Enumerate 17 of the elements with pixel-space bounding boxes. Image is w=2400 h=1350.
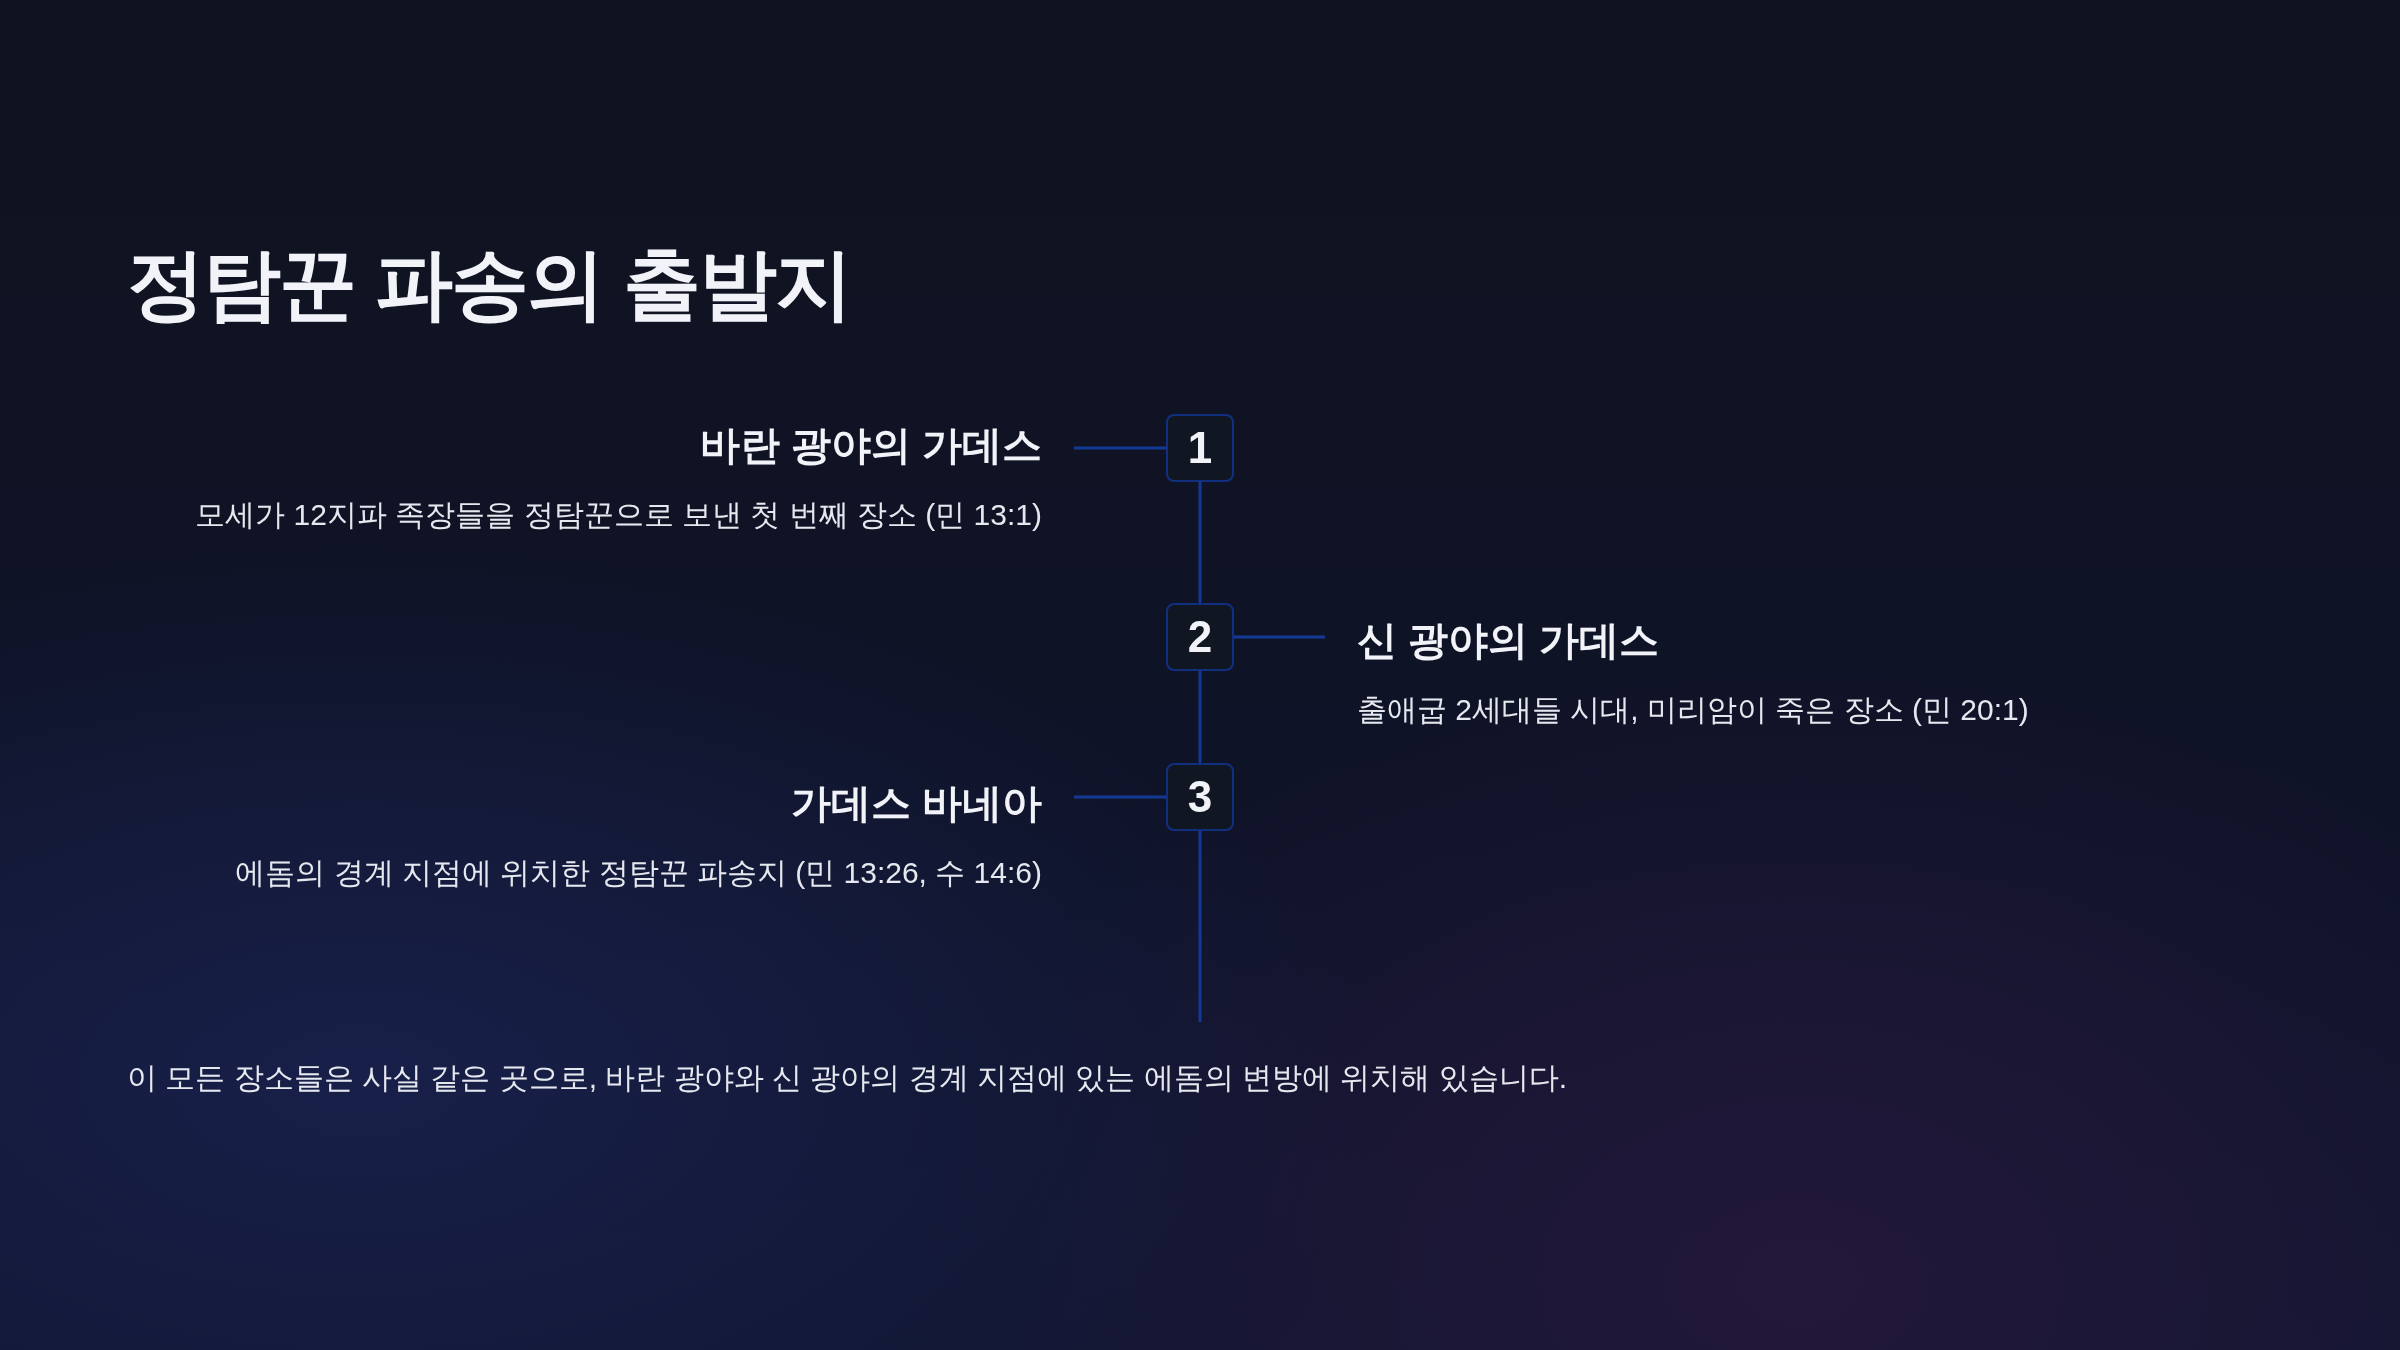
- location-description: 에돔의 경계 지점에 위치한 정탐꾼 파송지 (민 13:26, 수 14:6): [235, 855, 1042, 891]
- location-description: 출애굽 2세대들 시대, 미리암이 죽은 장소 (민 20:1): [1357, 692, 2029, 728]
- footnote: 이 모든 장소들은 사실 같은 곳으로, 바란 광야와 신 광야의 경계 지점에 있는 에돔의 변방에 위치해 있습니다.: [127, 1060, 1568, 1096]
- location-heading: 신 광야의 가데스: [1357, 617, 1660, 664]
- location-heading: 가데스 바네아: [790, 780, 1042, 827]
- location-description: 모세가 12지파 족장들을 정탐꾼으로 보낸 첫 번째 장소 (민 13:1): [195, 497, 1042, 533]
- step-number: 2: [1166, 603, 1234, 671]
- slide-title: 정탐꾼 파송의 출발지: [127, 245, 851, 323]
- connector-line: [1074, 446, 1166, 450]
- location-heading: 바란 광야의 가데스: [699, 422, 1042, 469]
- connector-line: [1198, 831, 1202, 1022]
- connector-line: [1234, 635, 1325, 639]
- step-number: 3: [1166, 763, 1234, 831]
- step-number: 1: [1166, 414, 1234, 482]
- connector-line: [1198, 671, 1202, 763]
- connector-line: [1198, 482, 1202, 603]
- connector-line: [1074, 795, 1166, 799]
